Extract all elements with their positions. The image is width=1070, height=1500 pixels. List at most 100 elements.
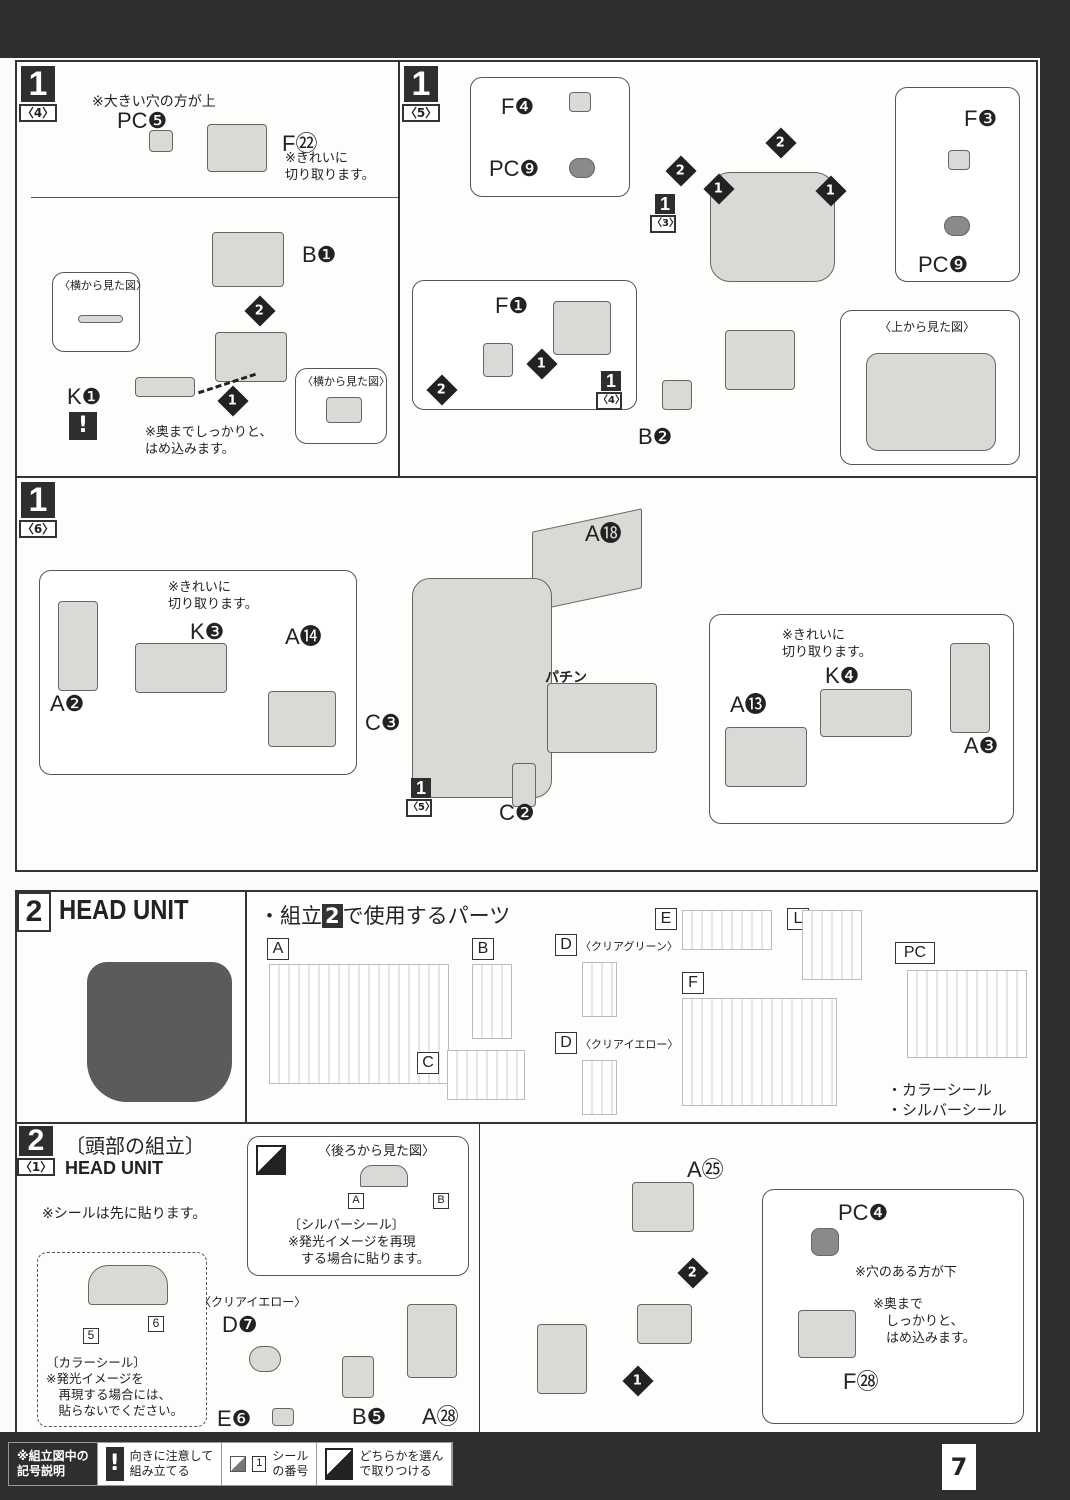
part-head-front <box>537 1324 587 1394</box>
label-pc5: PC❺ <box>117 108 168 133</box>
runner-tag-pc: PC <box>895 942 935 964</box>
label-f22: F㉒ <box>282 131 318 156</box>
runner-tag-f: F <box>682 972 704 994</box>
step-number: 1 <box>21 482 55 518</box>
label-k4: K❹ <box>825 663 860 688</box>
runner-d-green <box>582 962 617 1017</box>
runner-d-yellow <box>582 1060 617 1115</box>
label-a13: A⓭ <box>730 692 767 717</box>
label-pc4: PC❹ <box>838 1200 889 1225</box>
label-d7: D❼ <box>222 1312 258 1337</box>
back-view-bubble: 〈後ろから見た図〉 A B 〔シルバーシール〕 ※発光イメージを再現 する場合に… <box>247 1136 469 1276</box>
part-k1 <box>135 377 195 397</box>
section-title: HEAD UNIT <box>59 894 189 925</box>
note-seal-first: ※シールは先に貼ります。 <box>42 1206 207 1222</box>
note-cut-clean: ※きれいに 切り取ります。 <box>782 628 872 660</box>
sticker-silver: ・シルバーシール <box>887 1101 1007 1119</box>
legend-choose: どちらかを選ん で取りつける <box>317 1443 453 1485</box>
detail-bubble-pc4: PC❹ ※穴のある方が下 ※奥まで しっかりと、 はめ込みます。 F㉘ <box>762 1189 1024 1424</box>
head-unit-preview: 2 HEAD UNIT <box>17 892 247 1122</box>
ref-step-number: 1 <box>655 194 675 214</box>
runner-tag-b: B <box>472 938 494 960</box>
divider <box>479 1124 480 1432</box>
top-view-bubble: 〈上から見た図〉 <box>840 310 1020 465</box>
label-a3: A❸ <box>964 733 999 758</box>
part-a28 <box>407 1304 457 1378</box>
note-cut-clean: ※きれいに 切り取ります。 <box>285 151 375 183</box>
step-number: 1 <box>21 66 55 102</box>
seal-a: A <box>348 1193 364 1209</box>
runner-l <box>802 910 862 980</box>
runner-tag-a: A <box>267 938 289 960</box>
label-b5: B❺ <box>352 1404 387 1429</box>
label-k1: K❶ <box>67 384 102 409</box>
part-head-shell <box>88 1265 168 1305</box>
part-b1 <box>212 232 284 287</box>
seal-b: B <box>433 1193 449 1209</box>
right-edge-bar <box>1040 0 1070 1500</box>
ref-step-number: 1 <box>601 371 621 391</box>
note-cut-clean: ※きれいに 切り取ります。 <box>168 580 258 612</box>
label-a28: A㉘ <box>422 1404 459 1429</box>
ref-substep: 〈3〉 <box>650 215 679 233</box>
silver-seal-note: 〔シルバーシール〕 ※発光イメージを再現 する場合に貼ります。 <box>288 1218 430 1267</box>
part-k1-side <box>78 315 123 323</box>
runner-b <box>472 964 512 1039</box>
runner-f <box>682 998 837 1106</box>
note-insert-fully: ※奥までしっかりと、 はめ込みます。 <box>145 425 273 457</box>
color-seal-box: 5 6 〔カラーシール〕 ※発光イメージを 再現する場合には、 貼らないでくださ… <box>37 1252 207 1427</box>
divider <box>31 197 401 198</box>
part-k4 <box>820 689 912 737</box>
part-pc5 <box>149 130 173 152</box>
seal-icon <box>230 1456 247 1472</box>
label-f1: F❶ <box>495 293 529 318</box>
label-a2: A❷ <box>50 691 85 716</box>
side-view-bubble-2: 〈横から見た図〉 <box>295 368 390 444</box>
label-pc9: PC❾ <box>489 156 540 181</box>
part-a14 <box>268 691 336 747</box>
part-e6 <box>272 1408 294 1426</box>
step-number: 2 <box>19 1126 53 1156</box>
runner-tag-d-yellow: D <box>555 1032 577 1054</box>
title-jp: 〔頭部の組立〕 <box>65 1134 205 1158</box>
legend-warn: !向きに注意して 組み立てる <box>97 1443 223 1485</box>
label-c2: C❷ <box>499 800 535 825</box>
legend-title: ※組立図中の 記号説明 <box>9 1443 98 1485</box>
part-pc9 <box>569 158 595 178</box>
label-f28: F㉘ <box>843 1369 879 1394</box>
step-marker-2: 2 <box>665 155 697 187</box>
label-a18: A⓲ <box>585 521 622 546</box>
part-pc9 <box>944 216 970 236</box>
step-1-4-panel: 1 〈4〉 ※大きい穴の方が上 PC❺ F㉒ ※きれいに 切り取ります。 B❶ … <box>15 60 401 478</box>
substep-label: 〈6〉 <box>19 520 57 538</box>
part-c2 <box>512 763 536 807</box>
detail-bubble-right: ※きれいに 切り取ります。 K❹ A⓭ A❸ <box>709 614 1014 824</box>
side-view-label: 〈横から見た図〉 <box>302 375 390 388</box>
step-2-1-panel: 2 〈1〉 〔頭部の組立〕 HEAD UNIT ※シールは先に貼ります。 5 6… <box>15 1122 1038 1434</box>
label-c3: C❸ <box>365 710 401 735</box>
ref-substep: 〈5〉 <box>406 799 435 817</box>
side-view-bubble: 〈横から見た図〉 <box>52 272 147 352</box>
part-k3 <box>135 643 227 693</box>
step-marker-2: 2 <box>244 295 276 327</box>
part-a2 <box>58 601 98 691</box>
warning-icon: ! <box>105 1447 124 1481</box>
head-unit-render <box>87 962 232 1102</box>
part-block <box>553 301 611 355</box>
part-b5 <box>342 1356 374 1398</box>
sticker-list: ・カラーシール ・シルバーシール <box>887 1080 1007 1120</box>
top-bar <box>0 0 1070 58</box>
side-view-label: 〈横から見た図〉 <box>59 279 147 292</box>
ref-step-number: 1 <box>411 778 431 798</box>
step-marker-2: 2 <box>765 127 797 159</box>
step-marker-1: 1 <box>622 1365 654 1397</box>
label-f3: F❸ <box>964 106 998 131</box>
step-number: 1 <box>404 66 438 102</box>
runner-tag-c: C <box>417 1052 439 1074</box>
part-side <box>326 397 362 423</box>
ref-substep: 〈4〉 <box>596 392 625 410</box>
